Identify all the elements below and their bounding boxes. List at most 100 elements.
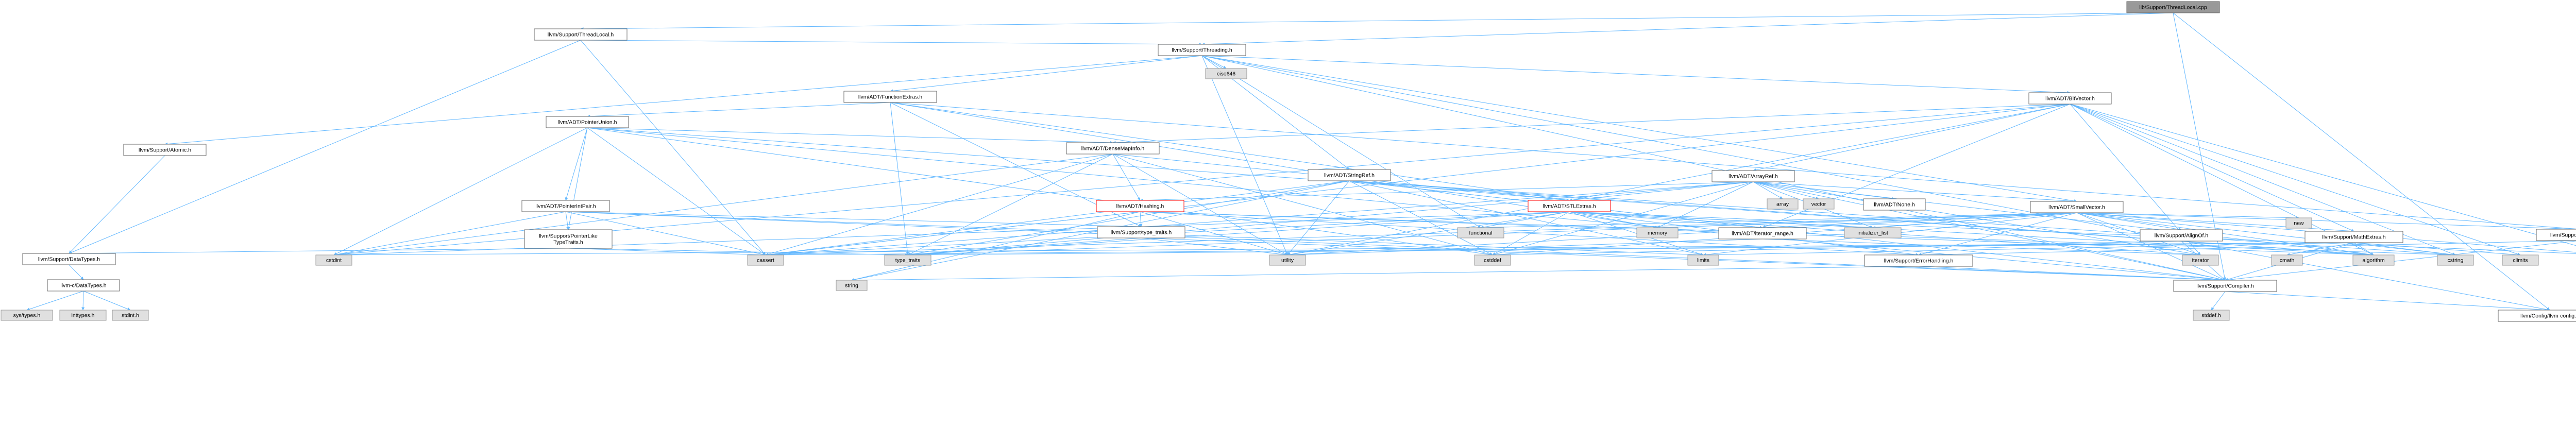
node-atomic[interactable]: llvm/Support/Atomic.h (123, 144, 207, 156)
node-mathextras[interactable]: llvm/Support/MathExtras.h (2304, 231, 2403, 243)
node-box (2126, 1, 2220, 13)
edge-threading-to-compiler (1201, 55, 2226, 281)
node-label: llvm/ADT/None.h (1874, 202, 1915, 208)
edge-bitvector-to-arrayref (1753, 104, 2071, 172)
edge-threading-to-llvm_config (1201, 55, 2550, 311)
node-errorhandling[interactable]: llvm/Support/ErrorHandling.h (1864, 254, 1973, 267)
node-label: llvm/ADT/STLExtras.h (1543, 203, 1596, 210)
edge-smallvector-to-initializer_list (1872, 212, 2077, 229)
node-label: cstdint (326, 258, 342, 264)
node-stringref[interactable]: llvm/ADT/StringRef.h (1308, 169, 1391, 181)
node-label: llvm/Support/ErrorHandling.h (1884, 258, 1954, 264)
node-threadlocal[interactable]: llvm/Support/ThreadLocal.h (534, 28, 628, 41)
edge-densemapinfo-to-hashing (1112, 153, 1141, 201)
node-cassert: cassert (747, 254, 784, 266)
node-pointerunion[interactable]: llvm/ADT/PointerUnion.h (546, 116, 629, 128)
edge-mathextras-to-cstdint (333, 242, 2354, 257)
edge-root-to-threadlocal (580, 12, 2174, 30)
node-memalloc[interactable]: llvm/Support/MemAlloc.h (2536, 229, 2576, 241)
node-arrayref[interactable]: llvm/ADT/ArrayRef.h (1711, 170, 1795, 182)
node-box (2285, 217, 2312, 229)
edge-errorhandling-to-compiler (1918, 266, 2226, 282)
node-box (1066, 142, 1160, 155)
node-box (2498, 310, 2576, 322)
node-box (112, 310, 149, 321)
node-alignof[interactable]: llvm/Support/AlignOf.h (2140, 229, 2223, 242)
node-stddef_h: stddef.h (2193, 310, 2230, 321)
node-cstring: cstring (2437, 254, 2474, 266)
node-box (1711, 170, 1795, 182)
edge-threading-to-bitvector (1201, 55, 2071, 94)
node-c_datatypes[interactable]: llvm-c/DataTypes.h (47, 279, 120, 292)
node-pointerintpair[interactable]: llvm/ADT/PointerIntPair.h (521, 200, 610, 212)
node-adtnone[interactable]: llvm/ADT/None.h (1863, 198, 1926, 211)
edge-alignof-to-cstddef (1492, 241, 2182, 257)
node-box (2437, 254, 2474, 266)
node-box (524, 229, 613, 249)
node-bitvector[interactable]: llvm/ADT/BitVector.h (2028, 92, 2112, 105)
node-box (2030, 201, 2124, 213)
node-label: type_traits (895, 258, 920, 264)
edge-bitvector-to-cstring (2070, 104, 2456, 255)
edge-mathextras-to-cmath (2286, 242, 2354, 256)
edge-stringref-to-cassert (765, 180, 1350, 257)
node-box (1, 310, 53, 321)
node-threading[interactable]: llvm/Support/Threading.h (1158, 44, 1246, 56)
node-box (546, 116, 629, 128)
edge-densemapinfo-to-type_traits (907, 153, 1113, 255)
edge-arrayref-to-stlextras (1569, 181, 1754, 202)
node-label: climits (2513, 258, 2528, 264)
node-label: stddef.h (2201, 313, 2221, 319)
node-typetraits_llvm[interactable]: llvm/Support/type_traits.h (1097, 226, 1185, 238)
edge-compiler-to-stddef_h (2211, 291, 2226, 311)
edge-pointerunion-to-cassert (587, 127, 766, 255)
node-label: TypeTraits.h (553, 240, 583, 246)
node-label: initializer_list (1857, 230, 1888, 236)
edge-pointerunion-to-pointerintpair (565, 127, 588, 201)
node-compiler[interactable]: llvm/Support/Compiler.h (2173, 280, 2277, 292)
edge-stringref-to-cstring (1349, 180, 2456, 257)
node-densemapinfo[interactable]: llvm/ADT/DenseMapInfo.h (1066, 142, 1160, 155)
node-label: llvm/ADT/iterator_range.h (1732, 231, 1793, 237)
node-label: llvm/ADT/BitVector.h (2045, 96, 2095, 102)
node-label: functional (1469, 230, 1493, 236)
node-layer: lib/Support/ThreadLocal.cpp llvm/Support/… (1, 1, 2576, 322)
edge-compiler-to-llvm_config (2225, 291, 2550, 312)
node-label: llvm/ADT/FunctionExtras.h (858, 94, 922, 100)
edge-densemapinfo-to-cassert (765, 153, 1113, 256)
node-label: llvm/Config/llvm-config.h (2520, 313, 2576, 319)
node-box (2536, 229, 2576, 241)
node-functionextras[interactable]: llvm/ADT/FunctionExtras.h (843, 91, 937, 103)
node-label: llvm/ADT/Hashing.h (1116, 203, 1164, 210)
node-cstddef: cstddef (1474, 254, 1511, 266)
edge-bitvector-to-utility (1287, 104, 2071, 256)
edge-stringref-to-limits (1349, 180, 1704, 256)
node-box (1457, 227, 1504, 238)
node-llvm_config[interactable]: llvm/Config/llvm-config.h (2498, 310, 2576, 322)
node-hashing[interactable]: llvm/ADT/Hashing.h (1096, 200, 1184, 212)
node-datatypes_support[interactable]: llvm/Support/DataTypes.h (22, 253, 116, 265)
edge-iteratorrange-to-utility (1287, 238, 1763, 257)
node-box (884, 254, 931, 266)
node-label: llvm/ADT/StringRef.h (1324, 173, 1375, 179)
edge-hashing-to-string (851, 211, 1141, 281)
node-root[interactable]: lib/Support/ThreadLocal.cpp (2126, 1, 2220, 13)
node-box (1158, 44, 1246, 56)
node-label: llvm/Support/Atomic.h (139, 147, 191, 153)
edge-c_datatypes-to-sys_types (26, 291, 84, 311)
node-box (2352, 254, 2395, 266)
node-smallvector[interactable]: llvm/ADT/SmallVector.h (2030, 201, 2124, 213)
node-stlextras[interactable]: llvm/ADT/STLExtras.h (1528, 200, 1611, 212)
node-box (123, 144, 207, 156)
edge-threading-to-atomic (164, 55, 1202, 146)
node-label: utility (1281, 258, 1294, 264)
node-box (1863, 198, 1926, 211)
edge-pointerintpair-to-compiler (565, 211, 2226, 282)
node-box (1205, 68, 1247, 79)
node-label: llvm/Support/Threading.h (1172, 47, 1232, 54)
edge-threading-to-smallvector (1201, 55, 2077, 203)
node-iteratorrange[interactable]: llvm/ADT/iterator_range.h (1718, 227, 1807, 240)
node-label: llvm/ADT/PointerUnion.h (558, 119, 617, 126)
node-box (315, 254, 352, 266)
